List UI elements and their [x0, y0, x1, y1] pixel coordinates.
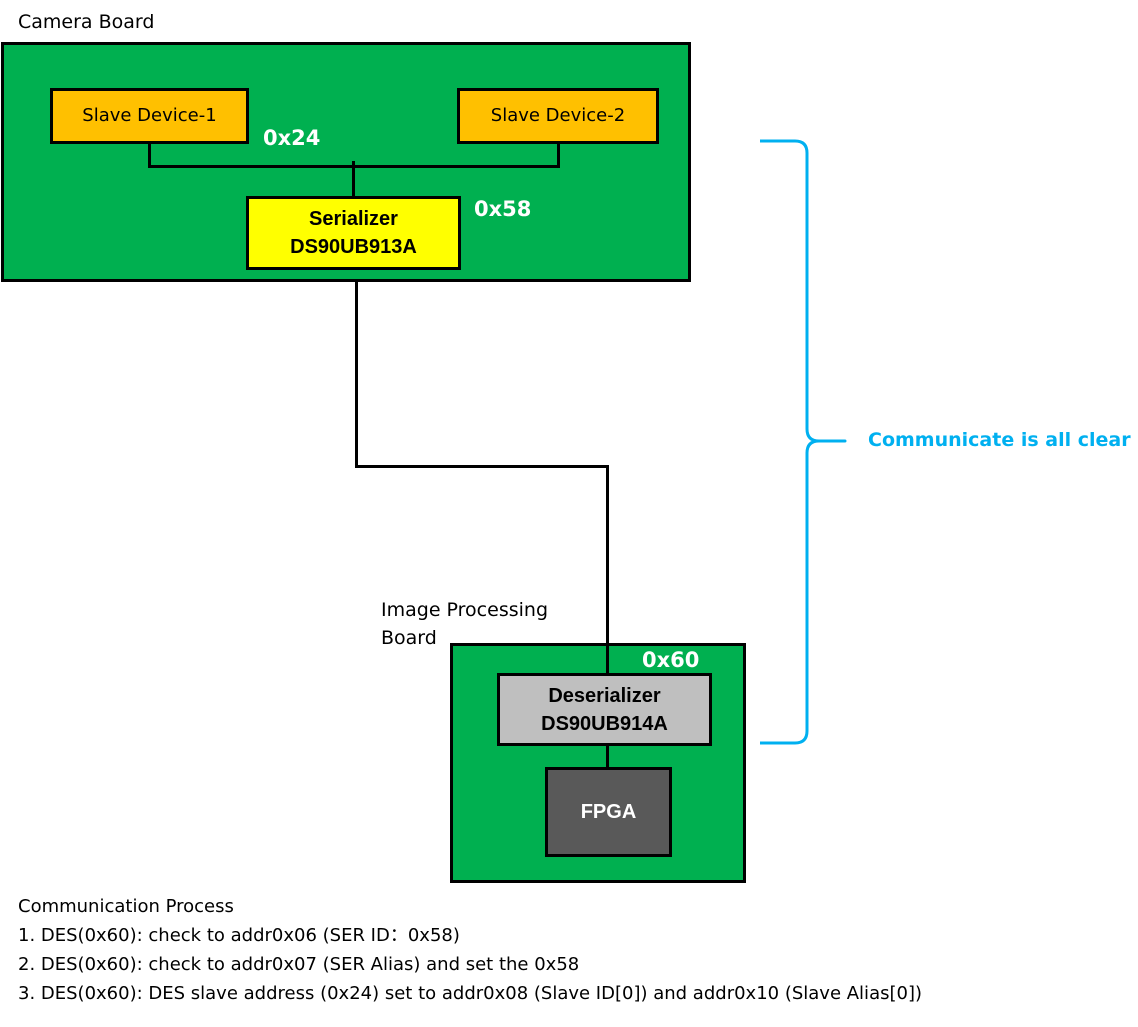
- slave-bus-address: 0x24: [263, 126, 321, 150]
- cable-into-deserializer: [606, 643, 609, 676]
- process-step: 2. DES(0x60): check to addr0x07 (SER Ali…: [18, 954, 580, 975]
- deserializer-part: DS90UB914A: [541, 712, 668, 735]
- serializer-box: Serializer DS90UB913A: [246, 196, 461, 270]
- wire-bus-to-serializer: [352, 161, 355, 198]
- slave-device-2: Slave Device-2: [457, 88, 659, 144]
- cable-horizontal: [355, 465, 609, 468]
- serializer-name: Serializer: [309, 208, 398, 230]
- image-board-title-line1: Image Processing: [381, 599, 549, 621]
- fpga-label: FPGA: [580, 801, 637, 823]
- serializer-address: 0x58: [474, 197, 532, 221]
- wire-deserializer-to-fpga: [606, 744, 609, 770]
- process-step: 3. DES(0x60): DES slave address (0x24) s…: [18, 983, 922, 1004]
- serializer-part: DS90UB913A: [290, 236, 417, 258]
- deserializer-name: Deserializer: [548, 684, 661, 707]
- slave-device-1-label: Slave Device-1: [82, 105, 217, 126]
- fpga-box: FPGA: [545, 767, 672, 857]
- wire-slave1-drop: [148, 141, 151, 168]
- cable-vertical-1: [355, 280, 358, 468]
- communication-process-title: Communication Process: [18, 896, 234, 917]
- wire-slave2-drop: [557, 141, 560, 168]
- cable-vertical-2: [606, 465, 609, 676]
- deserializer-box: Deserializer DS90UB914A: [497, 673, 712, 746]
- image-board-title-line2: Board: [381, 627, 437, 649]
- communication-process: Communication Process 1. DES(0x60): chec…: [18, 892, 922, 1008]
- curly-brace-icon: [760, 139, 847, 745]
- camera-board-title: Camera Board: [18, 11, 155, 33]
- deserializer-address: 0x60: [642, 648, 700, 672]
- slave-device-2-label: Slave Device-2: [490, 105, 626, 126]
- process-step: 1. DES(0x60): check to addr0x06 (SER ID：…: [18, 925, 460, 946]
- brace-annotation: Communicate is all clear: [868, 429, 1131, 451]
- slave-device-1: Slave Device-1: [50, 88, 249, 144]
